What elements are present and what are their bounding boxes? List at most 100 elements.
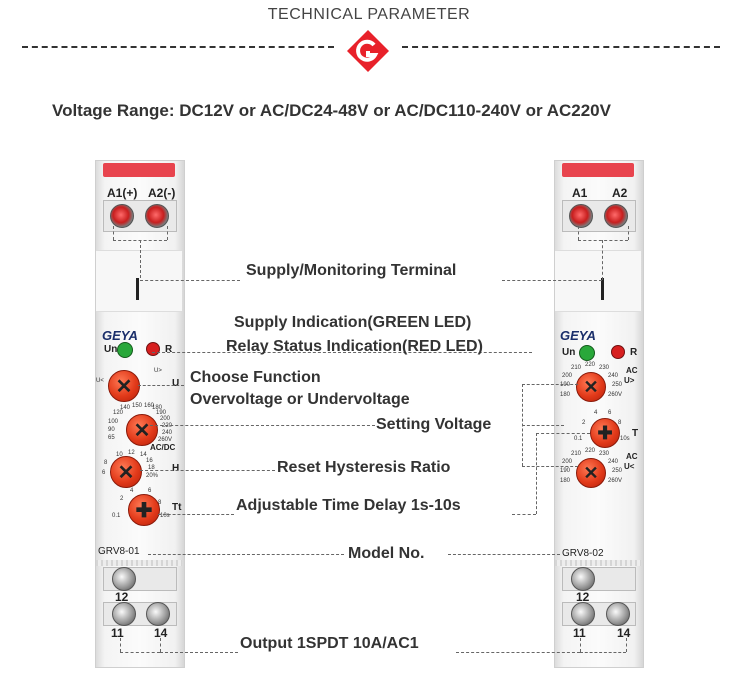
callout-setting-voltage: Setting Voltage [376, 416, 492, 433]
voltage-scale-200: 200 [160, 416, 171, 422]
leader-time-left [158, 514, 234, 515]
screw-a1-right-icon[interactable] [569, 204, 593, 228]
screw-14-right-icon[interactable] [606, 602, 630, 626]
voltage-scale-90: 90 [108, 427, 115, 433]
right-time-scale-4: 4 [594, 410, 598, 416]
function-knob[interactable]: ✕ [108, 370, 140, 402]
leader-supply-left-drop-a1 [113, 226, 114, 240]
undervoltage-knob[interactable]: ✕ [576, 458, 606, 488]
callout-reset-hysteresis: Reset Hysteresis Ratio [277, 459, 451, 476]
header-divider-right [402, 46, 720, 48]
terminal-11-label: 11 [111, 626, 124, 640]
voltage-scale-240: 240 [162, 430, 173, 436]
upper-scale-190: 190 [560, 382, 571, 388]
voltage-scale-220: 220 [162, 423, 173, 429]
hyst-scale-12: 12 [128, 450, 135, 456]
time-delay-knob[interactable]: ✚ [128, 494, 160, 526]
red-led-right-icon [611, 345, 625, 359]
right-time-label: T [632, 428, 639, 439]
lower-scale-260v: 260V [608, 478, 623, 484]
callout-over-under: Overvoltage or Undervoltage [190, 391, 410, 408]
upper-scale-240: 240 [608, 373, 619, 379]
relay-right [554, 160, 644, 668]
relay-left-mid-section [96, 250, 182, 312]
hyst-label: H [172, 463, 180, 474]
leader-setting-voltage-vert [522, 384, 523, 466]
leader-model-left [148, 554, 344, 555]
lower-scale-240: 240 [608, 459, 619, 465]
upper-scale-260v: 260V [608, 392, 623, 398]
leader-setting-voltage-right [522, 425, 564, 426]
leader-supply-left-drop-a2 [167, 226, 168, 240]
header-title: TECHNICAL PARAMETER [267, 6, 471, 23]
terminal-a2-label: A2(-) [148, 186, 176, 200]
screw-11-right-icon[interactable] [571, 602, 595, 626]
voltage-scale-260v: 260V [158, 437, 173, 443]
relay-left-ridge [96, 560, 182, 566]
upper-scale-180: 180 [560, 392, 571, 398]
right-time-scale-6: 6 [608, 410, 612, 416]
lower-sub-label: U< [624, 462, 635, 471]
hyst-scale-16: 16 [146, 458, 153, 464]
voltage-scale-190: 190 [156, 410, 167, 416]
lower-scale-250: 250 [612, 468, 623, 474]
screw-11-icon[interactable] [112, 602, 136, 626]
screw-12-right-icon[interactable] [571, 567, 595, 591]
relay-right-top-cap [562, 163, 634, 177]
relay-left-slot [136, 278, 139, 300]
time-scale-10s: 10s [160, 513, 170, 519]
hyst-scale-14: 14 [140, 452, 147, 458]
right-time-delay-knob[interactable]: ✚ [590, 418, 620, 448]
upper-scale-250: 250 [612, 382, 623, 388]
terminal-12-label-right: 12 [576, 590, 590, 604]
screw-a2-right-icon[interactable] [604, 204, 628, 228]
voltage-range-text: Voltage Range: DC12V or AC/DC24-48V or A… [52, 101, 611, 120]
time-scale-8: 8 [158, 500, 162, 506]
voltage-scale-180: 180 [152, 405, 163, 411]
green-led-right-icon [579, 345, 595, 361]
terminal-14-label-right: 14 [617, 626, 631, 640]
right-time-scale-2: 2 [582, 420, 586, 426]
func-right-label: U> [154, 368, 162, 374]
screw-12-icon[interactable] [112, 567, 136, 591]
voltage-scale-120: 120 [113, 410, 124, 416]
screw-14-icon[interactable] [146, 602, 170, 626]
upper-label: AC [626, 366, 638, 375]
right-time-scale-0-1: 0.1 [574, 436, 583, 442]
leader-output-right-14 [626, 638, 627, 652]
relay-right-mid-section [555, 250, 641, 312]
right-time-scale-8: 8 [618, 420, 622, 426]
callout-relay-status: Relay Status Indication(RED LED) [226, 338, 483, 355]
leader-model-right [448, 554, 560, 555]
leader-supply-right-stem [602, 240, 603, 280]
upper-scale-210: 210 [571, 365, 582, 371]
callout-choose-function: Choose Function [190, 369, 321, 386]
screw-a1-icon[interactable] [110, 204, 134, 228]
right-time-scale-10s: 10s [620, 436, 630, 442]
hysteresis-knob[interactable]: ✕ [110, 456, 142, 488]
leader-supply-right-bar [578, 240, 628, 241]
relay-left-top-cap [103, 163, 175, 177]
led-r-label-right: R [630, 347, 638, 358]
red-led-icon [146, 342, 160, 356]
voltage-scale-160: 160 [144, 403, 155, 409]
overvoltage-knob[interactable]: ✕ [576, 372, 606, 402]
led-r-label: R [165, 344, 173, 355]
model-label-left: GRV8-01 [98, 546, 140, 557]
brand-logo: GEYA [102, 328, 138, 343]
leader-supply-right-drop-a1 [578, 226, 579, 240]
terminal-11-label-right: 11 [573, 626, 586, 640]
voltage-scale-140: 140 [120, 405, 131, 411]
leader-hysteresis [140, 470, 275, 471]
time-scale-6: 6 [148, 488, 152, 494]
screw-a2-icon[interactable] [145, 204, 169, 228]
terminal-a1-label-right: A1 [572, 186, 588, 200]
voltage-scale-65: 65 [108, 435, 115, 441]
leader-setting-voltage-lower [522, 466, 578, 467]
upper-sub-label: U> [624, 376, 635, 385]
relay-right-ridge [555, 560, 641, 566]
lower-label: AC [626, 452, 638, 461]
time-scale-4: 4 [130, 488, 134, 494]
voltage-setting-knob[interactable]: ✕ [126, 414, 158, 446]
